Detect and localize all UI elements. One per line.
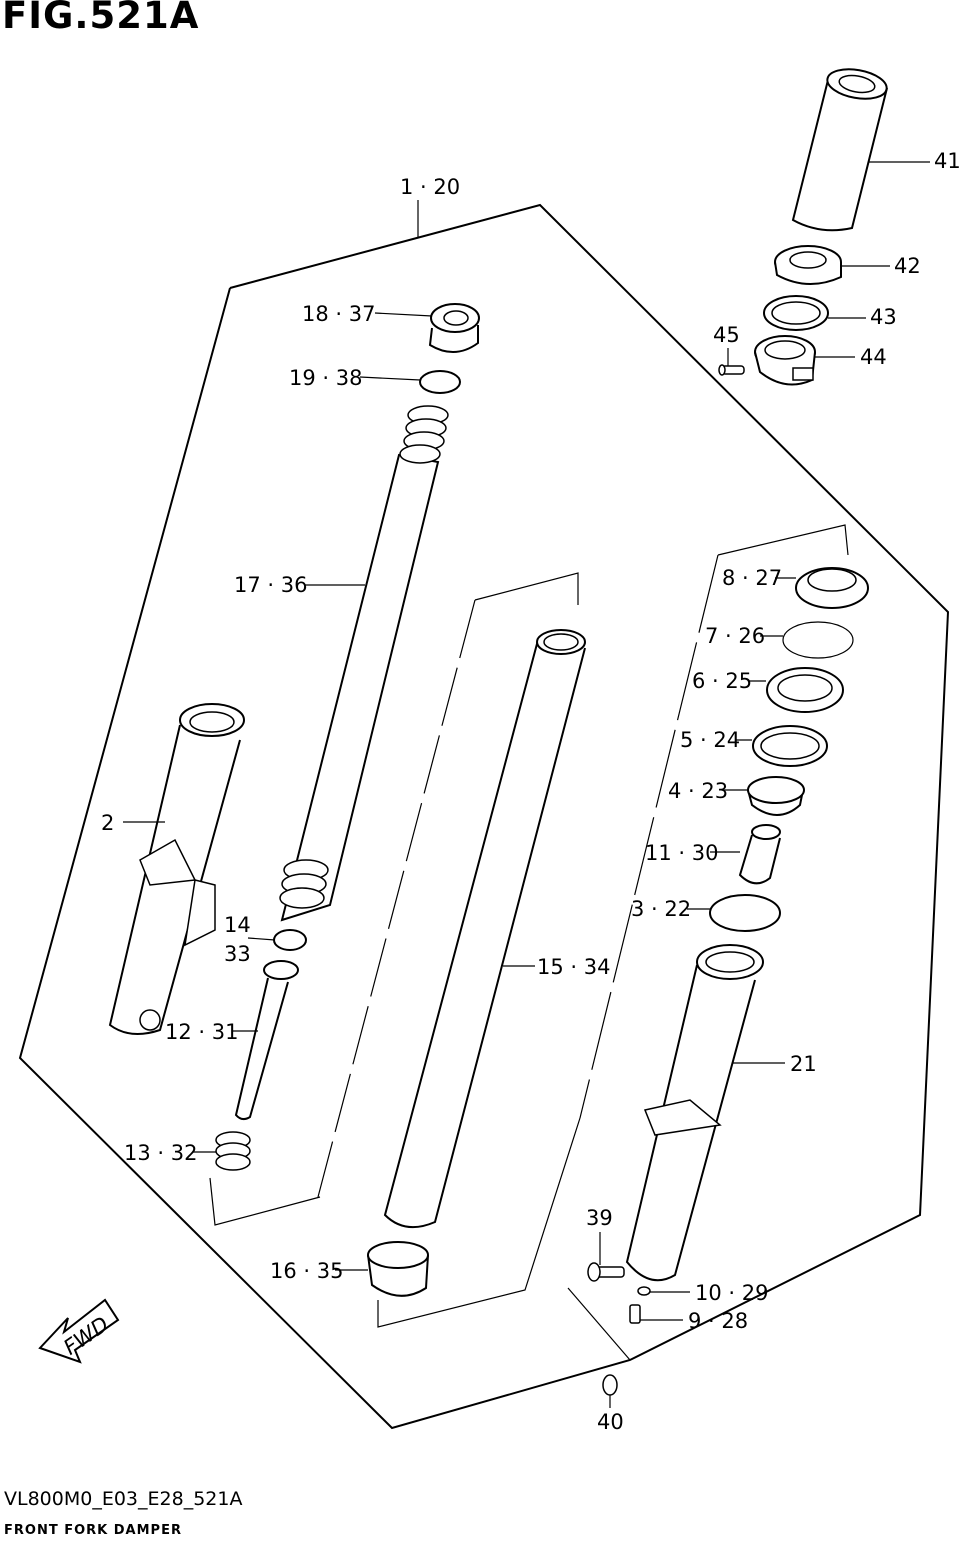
inner-group-bracket (19, 287, 849, 1361)
part-13-rebound-spring (215, 1131, 251, 1171)
part-21-outer-tube (625, 944, 764, 1282)
callout-15: 15 · 34 (537, 955, 610, 979)
diagram-subtitle: FRONT FORK DAMPER (4, 1523, 182, 1538)
part-16-bushing (367, 1241, 429, 1297)
callout-41: 41 (934, 149, 960, 173)
part-42-cover-seat (774, 245, 842, 286)
callout-8: 8 · 27 (722, 566, 782, 590)
callout-43: 43 (870, 305, 897, 329)
callout-44: 44 (860, 345, 887, 369)
callout-40: 40 (597, 1410, 624, 1434)
callout-18: 18 · 37 (302, 302, 375, 326)
callout-14: 14 (224, 913, 251, 937)
part-15-inner-tube (383, 629, 586, 1229)
part-44-clamp (754, 335, 816, 386)
figure-title: FIG.521A (2, 0, 200, 37)
part-43-washer (763, 295, 829, 331)
part-12-damper-rod (234, 960, 299, 1121)
callout-19: 19 · 38 (289, 366, 362, 390)
callout-3: 3 · 22 (631, 897, 691, 921)
part-17-spring-pipe (279, 405, 449, 922)
part-14-seal (273, 929, 307, 951)
callout-21: 21 (790, 1052, 817, 1076)
part-9-drain-bolt (629, 1304, 641, 1324)
assembly-outline (18, 203, 950, 1430)
callout-33: 33 (224, 942, 251, 966)
part-7-stopper-ring (782, 621, 854, 659)
callout-6: 6 · 25 (692, 669, 752, 693)
callout-11: 11 · 30 (645, 841, 718, 865)
callout-2: 2 (101, 811, 114, 835)
part-11-oil-lock-piece (738, 824, 781, 885)
callout-17: 17 · 36 (234, 573, 307, 597)
callout-5: 5 · 24 (680, 728, 740, 752)
callout-9: 9 · 28 (688, 1309, 748, 1333)
callout-4: 4 · 23 (668, 779, 728, 803)
part-45-bolt (718, 364, 745, 376)
part-18-cap-bolt (428, 303, 480, 353)
part-19-o-ring (419, 370, 461, 394)
part-8-dust-seal (795, 567, 869, 609)
part-3-piston-ring (709, 894, 781, 932)
callout-10: 10 · 29 (695, 1281, 768, 1305)
part-6-oil-seal (766, 667, 844, 713)
callout-7: 7 · 26 (705, 624, 765, 648)
callout-labels: 1 · 20 18 · 37 19 · 38 17 · 36 2 14 33 1… (101, 149, 960, 1434)
part-39-bolt (587, 1262, 625, 1282)
callout-12: 12 · 31 (165, 1020, 238, 1044)
part-5-seal-spacer (752, 725, 828, 767)
leader-lines (123, 161, 930, 1408)
part-4-guide-bushing (747, 776, 805, 816)
diagram-code: VL800M0_E03_E28_521A (4, 1488, 243, 1510)
callout-16: 16 · 35 (270, 1259, 343, 1283)
callout-39: 39 (586, 1206, 613, 1230)
part-40-cap (602, 1374, 618, 1396)
part-41-cover-tube (791, 68, 888, 232)
callout-42: 42 (894, 254, 921, 278)
callout-45: 45 (713, 323, 740, 347)
callout-13: 13 · 32 (124, 1141, 197, 1165)
part-2-outer-tube (108, 703, 245, 1035)
fwd-arrow-icon: FWD (38, 1298, 120, 1364)
part-10-gasket (637, 1286, 651, 1296)
callout-1: 1 · 20 (400, 175, 460, 199)
